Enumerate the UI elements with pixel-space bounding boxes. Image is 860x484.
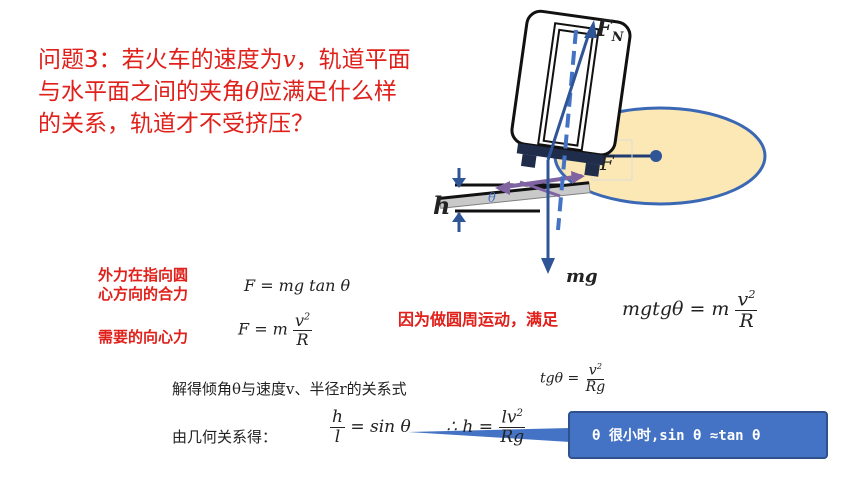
resultant-dashed-line xyxy=(556,29,578,231)
eq4-den: Rg xyxy=(585,379,606,396)
eq4-lhs: tgθ = xyxy=(540,370,580,387)
eq5-num2-sup: 2 xyxy=(516,408,524,419)
eq5-num1: h xyxy=(330,407,345,429)
eq2-formula: F = m v2 R xyxy=(238,311,313,349)
eq1-label: 外力在指向圆 心方向的合力 xyxy=(98,266,188,304)
eq2-den: R xyxy=(296,329,309,349)
wheel-right xyxy=(584,162,600,177)
inclined-track xyxy=(439,181,591,209)
eq2-lhs: F = m xyxy=(238,319,288,339)
eq1-formula: F = mg tan θ xyxy=(244,276,351,295)
mg-arrowhead xyxy=(541,258,555,274)
eq3-num-sup: 2 xyxy=(748,287,756,301)
wheel-left xyxy=(520,154,537,168)
eq4-formula: tgθ = v2 Rg xyxy=(540,361,608,396)
eq3-den: R xyxy=(739,310,754,333)
mg-label: mg xyxy=(566,266,598,287)
eq2-label: 需要的向心力 xyxy=(98,328,189,346)
purple-arrowhead-right xyxy=(571,171,585,184)
eq3-num: v xyxy=(737,288,749,311)
eq5-fraction1: h l xyxy=(330,408,345,446)
purple-arrowhead-left xyxy=(495,181,510,195)
callout-pointer xyxy=(408,428,570,442)
eq2-num: v xyxy=(294,311,304,330)
fn-label: FN xyxy=(595,16,625,45)
eq4-num: v xyxy=(588,362,597,379)
question-part3: 应满足什么样的关系，轨道才不受挤压？ xyxy=(38,79,397,137)
eq2-fraction: v2 R xyxy=(292,311,313,349)
h-arrowhead-bottom xyxy=(452,212,466,222)
eq5-num2: lv xyxy=(501,407,517,428)
purple-double-arrow xyxy=(497,174,583,190)
callout-box: θ 很小时,sin θ ≈tan θ xyxy=(568,411,828,459)
rail-line xyxy=(439,181,590,200)
eq2-num-sup: 2 xyxy=(304,311,311,323)
h-arrowhead-top xyxy=(452,178,466,188)
eq4-num-sup: 2 xyxy=(596,361,603,371)
f-label: F xyxy=(599,151,615,175)
eq3-fraction: v2 R xyxy=(735,287,758,333)
eq3-lhs: mgtgθ = m xyxy=(622,298,730,321)
purple-line-2 xyxy=(519,180,561,198)
eq1-label-line2: 心方向的合力 xyxy=(98,285,189,303)
theta-label: θ xyxy=(488,191,496,206)
eq5-den1: l xyxy=(334,427,341,448)
eq5-formula: h l = sin θ ∴ h = lv2 Rg xyxy=(330,408,526,447)
question-part1: 问题3：若火车的速度为 xyxy=(38,47,283,73)
eq3-label: 因为做圆周运动，满足 xyxy=(398,310,559,329)
question-theta: θ xyxy=(245,79,259,105)
question-v: v xyxy=(282,47,296,73)
eq4-text: 解得倾角θ与速度v、半径r的关系式 xyxy=(172,380,407,398)
eq4-fraction: v2 Rg xyxy=(584,361,608,396)
train-door-outer xyxy=(537,22,600,152)
fn-arrowhead xyxy=(584,20,597,38)
eq1-label-line1: 外力在指向圆 xyxy=(98,266,189,284)
eq3-formula: mgtgθ = m v2 R xyxy=(622,287,758,333)
eq5-mid: = sin θ xyxy=(350,417,411,438)
fn-arrow xyxy=(546,29,592,161)
callout-text: θ 很小时,sin θ ≈tan θ xyxy=(592,428,761,444)
train-chassis xyxy=(516,143,606,166)
question-text: 问题3：若火车的速度为v，轨道平面与水平面之间的夹角θ应满足什么样的关系，轨道才… xyxy=(38,44,418,140)
eq5-fraction2: lv2 Rg xyxy=(498,408,526,447)
h-label: h xyxy=(433,191,450,220)
eq5-therefore: ∴ h = xyxy=(446,417,493,438)
question-part2: ，轨道平面与水平面之间的夹角 xyxy=(38,47,411,105)
center-dot xyxy=(650,150,662,162)
eq5-text: 由几何关系得： xyxy=(172,428,278,446)
eq5-den2: Rg xyxy=(500,427,525,448)
